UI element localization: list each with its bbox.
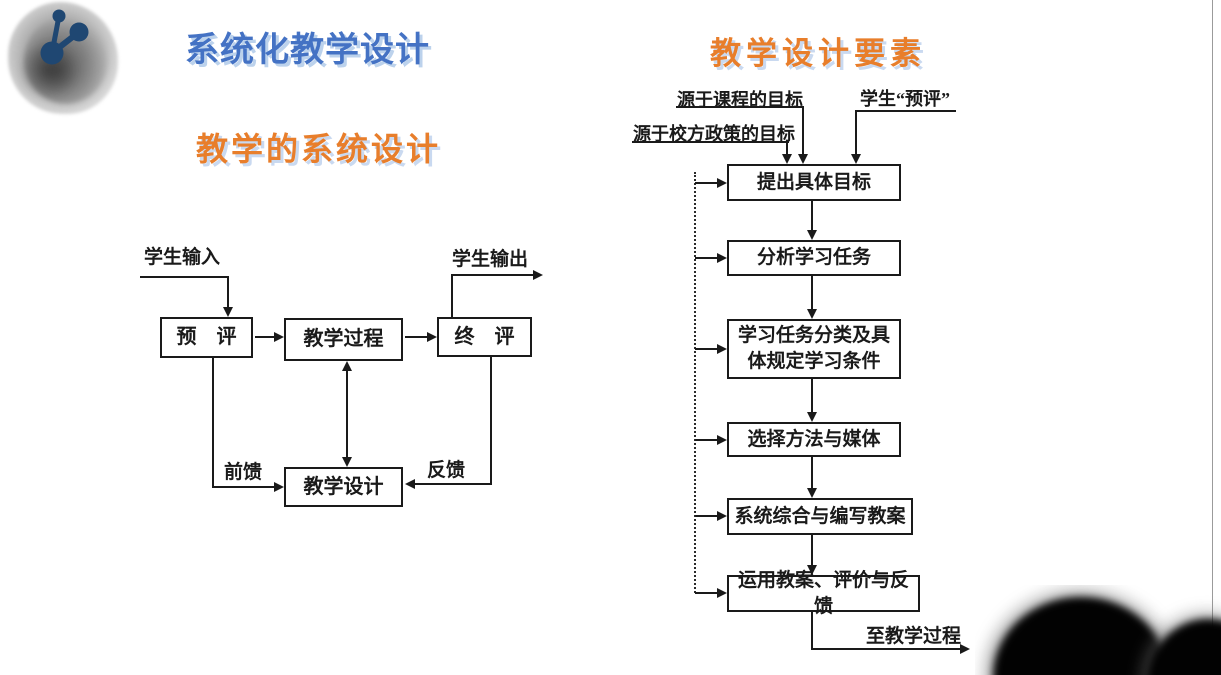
student-input-label: 学生输入 — [144, 247, 221, 268]
connector-line — [786, 141, 788, 154]
connector-line — [695, 515, 717, 517]
connector-line — [451, 275, 453, 317]
arrowhead-right — [274, 332, 284, 342]
connector-line — [811, 648, 960, 650]
feedforward-label: 前馈 — [224, 462, 263, 483]
input-student-preassessment-label: 学生“预评” — [860, 89, 950, 109]
arrowhead-right — [717, 435, 727, 445]
connector-line — [140, 276, 229, 278]
input-course-goals-label: 源于课程的目标 — [677, 90, 803, 110]
connector-line — [855, 110, 956, 112]
arrowhead-left — [405, 479, 415, 489]
student-output-label: 学生输出 — [452, 249, 529, 270]
connector-line — [695, 592, 717, 594]
step-box-6: 运用教案、评价与反馈 — [727, 570, 920, 617]
page-title: 系统化教学设计 — [185, 31, 430, 69]
connector-line — [802, 106, 804, 154]
arrowhead-right — [717, 253, 727, 263]
box-pre-assessment: 预 评 — [160, 317, 253, 358]
connector-line — [490, 357, 492, 485]
box-final-assessment: 终 评 — [437, 317, 532, 357]
arrowhead-up — [342, 361, 352, 371]
slide-edge-line — [1212, 0, 1213, 675]
arrowhead-down — [807, 565, 817, 575]
connector-line — [676, 106, 804, 108]
connector-line — [811, 379, 813, 412]
connector-line — [811, 535, 813, 565]
arrowhead-down — [807, 488, 817, 498]
arrowhead-down — [807, 412, 817, 422]
connector-line — [811, 457, 813, 488]
arrowhead-down — [798, 154, 808, 164]
arrowhead-down — [807, 230, 817, 240]
arrowhead-down — [223, 307, 233, 317]
connector-line — [811, 276, 813, 309]
left-panel-subtitle: 教学的系统设计 — [196, 131, 442, 167]
feedback-label: 反馈 — [427, 460, 466, 481]
arrowhead-right — [274, 482, 284, 492]
box-instructional-design: 教学设计 — [284, 467, 403, 507]
step-box-1: 提出具体目标 — [727, 164, 901, 201]
step-box-5: 系统综合与编写教案 — [727, 498, 913, 535]
right-panel-title: 教学设计要素 — [710, 36, 926, 71]
arrowhead-down — [342, 457, 352, 467]
arrowhead-down — [807, 309, 817, 319]
arrowhead-down — [851, 154, 861, 164]
box-teaching-process: 教学过程 — [284, 318, 403, 361]
arrowhead-down — [782, 154, 792, 164]
connector-line — [695, 257, 717, 259]
step-box-3: 学习任务分类及具体规定学习条件 — [727, 319, 901, 379]
connector-line — [855, 110, 857, 154]
connector-line — [695, 348, 717, 350]
input-policy-goals-label: 源于校方政策的目标 — [633, 124, 795, 144]
connector-line — [346, 369, 348, 459]
ink-mountain-decoration — [975, 585, 1221, 675]
connector-line — [413, 483, 492, 485]
connector-line — [811, 612, 813, 650]
connector-line — [695, 182, 717, 184]
connector-line — [255, 336, 274, 338]
connector-line — [212, 486, 274, 488]
arrowhead-right — [717, 511, 727, 521]
step-box-2: 分析学习任务 — [727, 240, 901, 276]
connector-line — [227, 276, 229, 307]
dotted-feedback-line — [694, 172, 696, 593]
arrowhead-right — [717, 178, 727, 188]
molecule-logo-icon — [40, 9, 89, 65]
connector-line — [212, 358, 214, 488]
connector-line — [695, 439, 717, 441]
output-to-process-label: 至教学过程 — [866, 626, 962, 647]
arrowhead-right — [427, 332, 437, 342]
connector-line — [451, 274, 533, 276]
connector-line — [632, 141, 789, 143]
arrowhead-right — [717, 344, 727, 354]
connector-line — [405, 336, 427, 338]
arrowhead-right — [717, 588, 727, 598]
arrowhead-right — [533, 270, 543, 280]
connector-line — [811, 201, 813, 230]
step-box-4: 选择方法与媒体 — [727, 422, 901, 457]
arrowhead-right — [960, 644, 970, 654]
